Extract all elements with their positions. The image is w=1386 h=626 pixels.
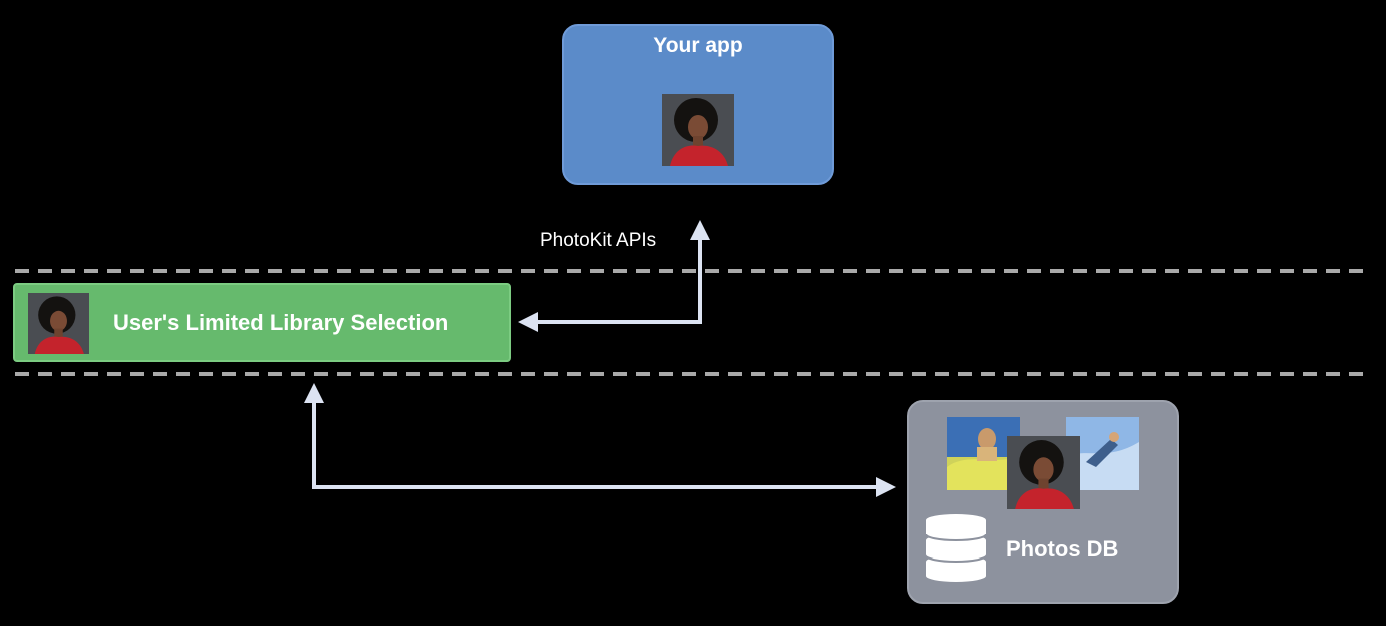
library-sync-arrow — [312, 400, 878, 489]
arrow-head-up-icon-2 — [304, 383, 324, 403]
database-icon — [925, 514, 987, 582]
arrow-head-right-icon — [876, 477, 896, 497]
portrait-photo-icon — [1007, 436, 1080, 509]
portrait-photo-icon — [662, 94, 734, 166]
portrait-photo-icon — [28, 293, 89, 354]
photokit-label: PhotoKit APIs — [540, 230, 657, 251]
limited-selection-label: User's Limited Library Selection — [113, 310, 449, 335]
photos-db-node: Photos DB — [907, 400, 1179, 604]
photokit-arrow — [536, 237, 702, 324]
arrow-head-up-icon — [690, 220, 710, 240]
app-node: Your app — [562, 24, 834, 185]
photos-db-label: Photos DB — [1006, 536, 1119, 561]
limited-selection-node: User's Limited Library Selection — [13, 283, 511, 362]
app-title: Your app — [653, 34, 743, 57]
arrow-head-left-icon — [518, 312, 538, 332]
